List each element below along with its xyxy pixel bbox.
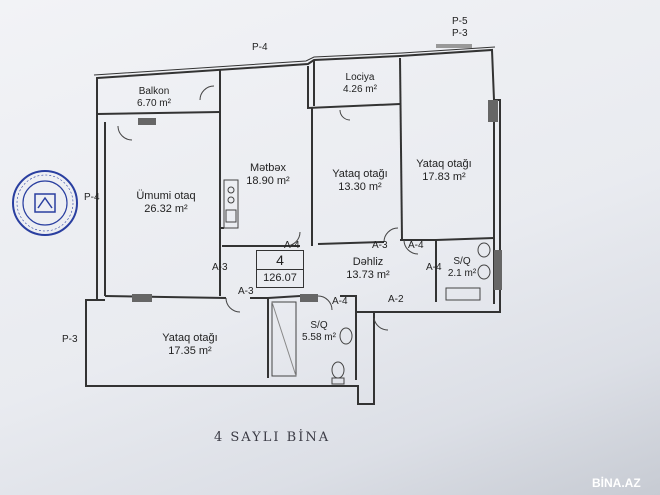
room-area: 17.83 m² <box>422 171 466 183</box>
room-yataq-1: Yataq otağı 17.83 m² <box>404 158 484 184</box>
axis-label: P-3 <box>62 334 78 345</box>
room-area: 13.30 m² <box>338 181 382 193</box>
room-name: Mətbəx <box>249 162 287 174</box>
unit-total-area: 126.07 <box>263 272 297 284</box>
axis-label: A-3 <box>372 240 388 251</box>
walls <box>85 46 501 405</box>
room-name: Balkon <box>138 86 170 97</box>
axis-label: A-4 <box>332 296 348 307</box>
room-yataq-3: Yataq otağı 17.35 m² <box>150 332 230 358</box>
room-name: Lociya <box>345 72 375 83</box>
axis-label: A-3 <box>238 286 254 297</box>
room-area: 2.1 m² <box>447 268 477 279</box>
room-area: 18.90 m² <box>246 175 290 187</box>
room-area: 6.70 m² <box>137 98 171 109</box>
room-area: 5.58 m² <box>302 332 336 343</box>
axis-label: P-3 <box>452 28 468 39</box>
room-name: Dəhliz <box>352 256 384 268</box>
footer-title: 4 SAYLI BİNA <box>214 430 331 445</box>
room-area: 4.26 m² <box>343 84 377 95</box>
room-lociya: Lociya 4.26 m² <box>332 72 388 96</box>
room-area: 13.73 m² <box>346 269 390 281</box>
room-umumi-otaq: Ümumi otaq 26.32 m² <box>124 190 208 216</box>
axis-label: A-4 <box>284 240 300 251</box>
unit-number: 4 <box>257 251 303 270</box>
axis-label: P-5 <box>452 16 468 27</box>
room-metbex: Mətbəx 18.90 m² <box>232 162 304 188</box>
room-sq-1: S/Q 2.1 m² <box>442 256 482 280</box>
room-sq-2: S/Q 5.58 m² <box>294 320 344 344</box>
axis-label: P-4 <box>252 42 268 53</box>
room-name: S/Q <box>310 320 328 331</box>
room-name: Yataq otağı <box>332 168 388 180</box>
axis-label: A-4 <box>426 262 442 273</box>
room-area: 17.35 m² <box>168 345 212 357</box>
room-area: 26.32 m² <box>144 203 188 215</box>
watermark: BİNA.AZ <box>592 476 641 490</box>
door-arcs <box>117 85 419 331</box>
bathroom-fixtures <box>271 242 491 385</box>
room-balkon: Balkon 6.70 m² <box>128 86 180 110</box>
official-stamp <box>12 170 78 236</box>
room-name: S/Q <box>453 256 471 267</box>
unit-badge: 4 126.07 <box>256 250 304 288</box>
room-name: Ümumi otaq <box>136 190 196 202</box>
window-marks <box>132 44 502 302</box>
room-dehliz: Dəhliz 13.73 m² <box>336 256 400 282</box>
room-yataq-2: Yataq otağı 13.30 m² <box>320 168 400 194</box>
axis-label: A-3 <box>212 262 228 273</box>
axis-label: A-4 <box>408 240 424 251</box>
kitchen-fixtures <box>223 179 239 229</box>
axis-label: P-4 <box>84 192 100 203</box>
axis-label: A-2 <box>388 294 404 305</box>
room-name: Yataq otağı <box>416 158 472 170</box>
room-name: Yataq otağı <box>162 332 218 344</box>
